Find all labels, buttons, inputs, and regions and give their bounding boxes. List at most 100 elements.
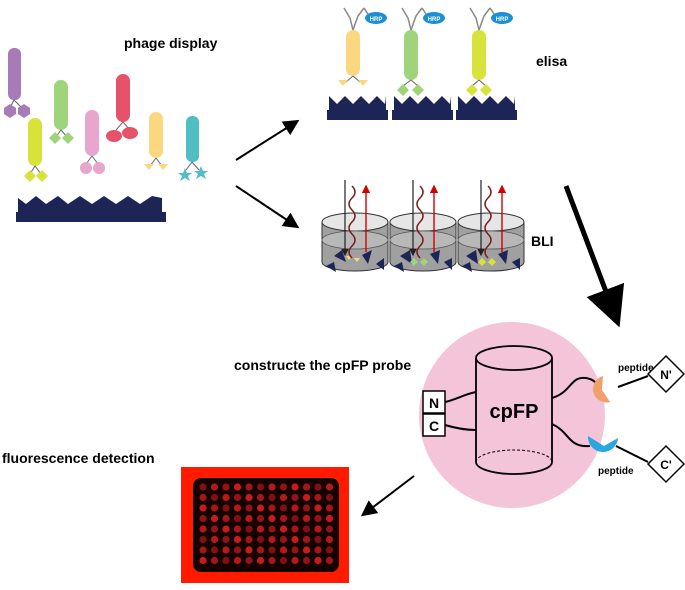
plate-well [233,546,242,554]
construct-label: constructe the cpFP probe [234,357,411,373]
arrow-to-probe [563,185,625,328]
plate-well [210,546,219,554]
plate-well [302,483,311,491]
plate-well [302,546,311,554]
plate-well [256,504,265,512]
plate-well [222,483,230,491]
hrp-label-1: HRP [370,17,383,23]
n-prime-label: N' [660,368,672,382]
plate-well [233,493,242,502]
plate-well [199,483,207,491]
plate-well [291,525,299,533]
plate-well [256,535,265,544]
plate-well [279,504,288,512]
cpfp-label: cpFP [490,401,539,423]
plate-well [279,556,288,565]
plate-well [291,493,299,502]
plate-well [256,556,265,565]
plate-well [325,504,334,512]
plate-well [222,504,230,512]
plate-well [199,514,207,523]
plate-well [199,556,207,565]
plate-well [199,504,207,512]
plate-well [233,483,242,491]
plate-well [302,535,311,544]
cpfp-probe-panel: constructe the cpFP probe N C cpFP pepti… [234,322,685,508]
phage-lime [24,118,48,182]
plate-well [199,546,207,554]
elisa-panel: elisa HRP [327,7,567,120]
plate-well [222,514,230,523]
c-box-label: C [429,418,439,434]
plate-well [256,514,265,523]
plate-well [279,493,288,502]
plate-well [302,504,311,512]
c-prime-label: C' [660,458,672,472]
plate-well [325,535,334,544]
plate-well [291,546,299,554]
peptide-bottom: peptide [587,436,649,477]
arrow-to-elisa [235,119,300,161]
hrp-label-3: HRP [496,17,509,23]
elisa-phage-yellow: HRP [338,7,387,86]
plate-well [291,504,299,512]
plate-well [302,493,311,502]
plate-well [279,535,288,544]
plate-well [222,535,230,544]
plate-well [279,525,288,533]
peptide-top-label: peptide [618,363,654,374]
plate-well [245,504,253,512]
phage-pink [80,110,105,174]
plate-well [314,525,322,533]
plate-well [314,493,322,502]
plate-well [268,483,276,491]
plate [193,478,339,572]
elisa-phage-green: HRP [397,7,445,96]
bli-well-1 [321,180,389,272]
plate-well [199,493,207,502]
plate-well [210,483,219,491]
plate-well [268,535,276,544]
plate-well [210,535,219,544]
plate-well [245,525,253,533]
phage-yellow [144,112,168,170]
elisa-phage-lime: HRP [466,7,513,96]
plate-well [245,535,253,544]
plate-well [325,514,334,523]
plate-well [245,493,253,502]
plate-well [314,535,322,544]
plate-well [245,483,253,491]
plate-well [314,483,322,491]
plate-well [325,483,334,491]
phage-green [49,80,74,144]
plate-well [314,504,322,512]
n-box-label: N [429,395,439,411]
plate-well [199,535,207,544]
plate-well [325,546,334,554]
plate-well [291,514,299,523]
plate-well [222,493,230,502]
plate-well [279,483,288,491]
plate-well [279,546,288,554]
plate-well [222,556,230,565]
plate-well [256,525,265,533]
elisa-label: elisa [536,53,567,69]
plate-well [210,525,219,533]
plate-well [210,556,219,565]
plate-well [314,514,322,523]
plate-well [279,514,288,523]
phage-purple [4,48,30,118]
plate-well [302,514,311,523]
plate-well [222,525,230,533]
plate-well [256,493,265,502]
plate-well [210,504,219,512]
hrp-label-2: HRP [428,17,441,23]
plate-well [233,556,242,565]
plate-well [210,514,219,523]
elisa-substrate [327,96,517,120]
n-c-boxes: N C [422,390,446,437]
plate-well [268,546,276,554]
phage-display-label: phage display [124,35,218,51]
